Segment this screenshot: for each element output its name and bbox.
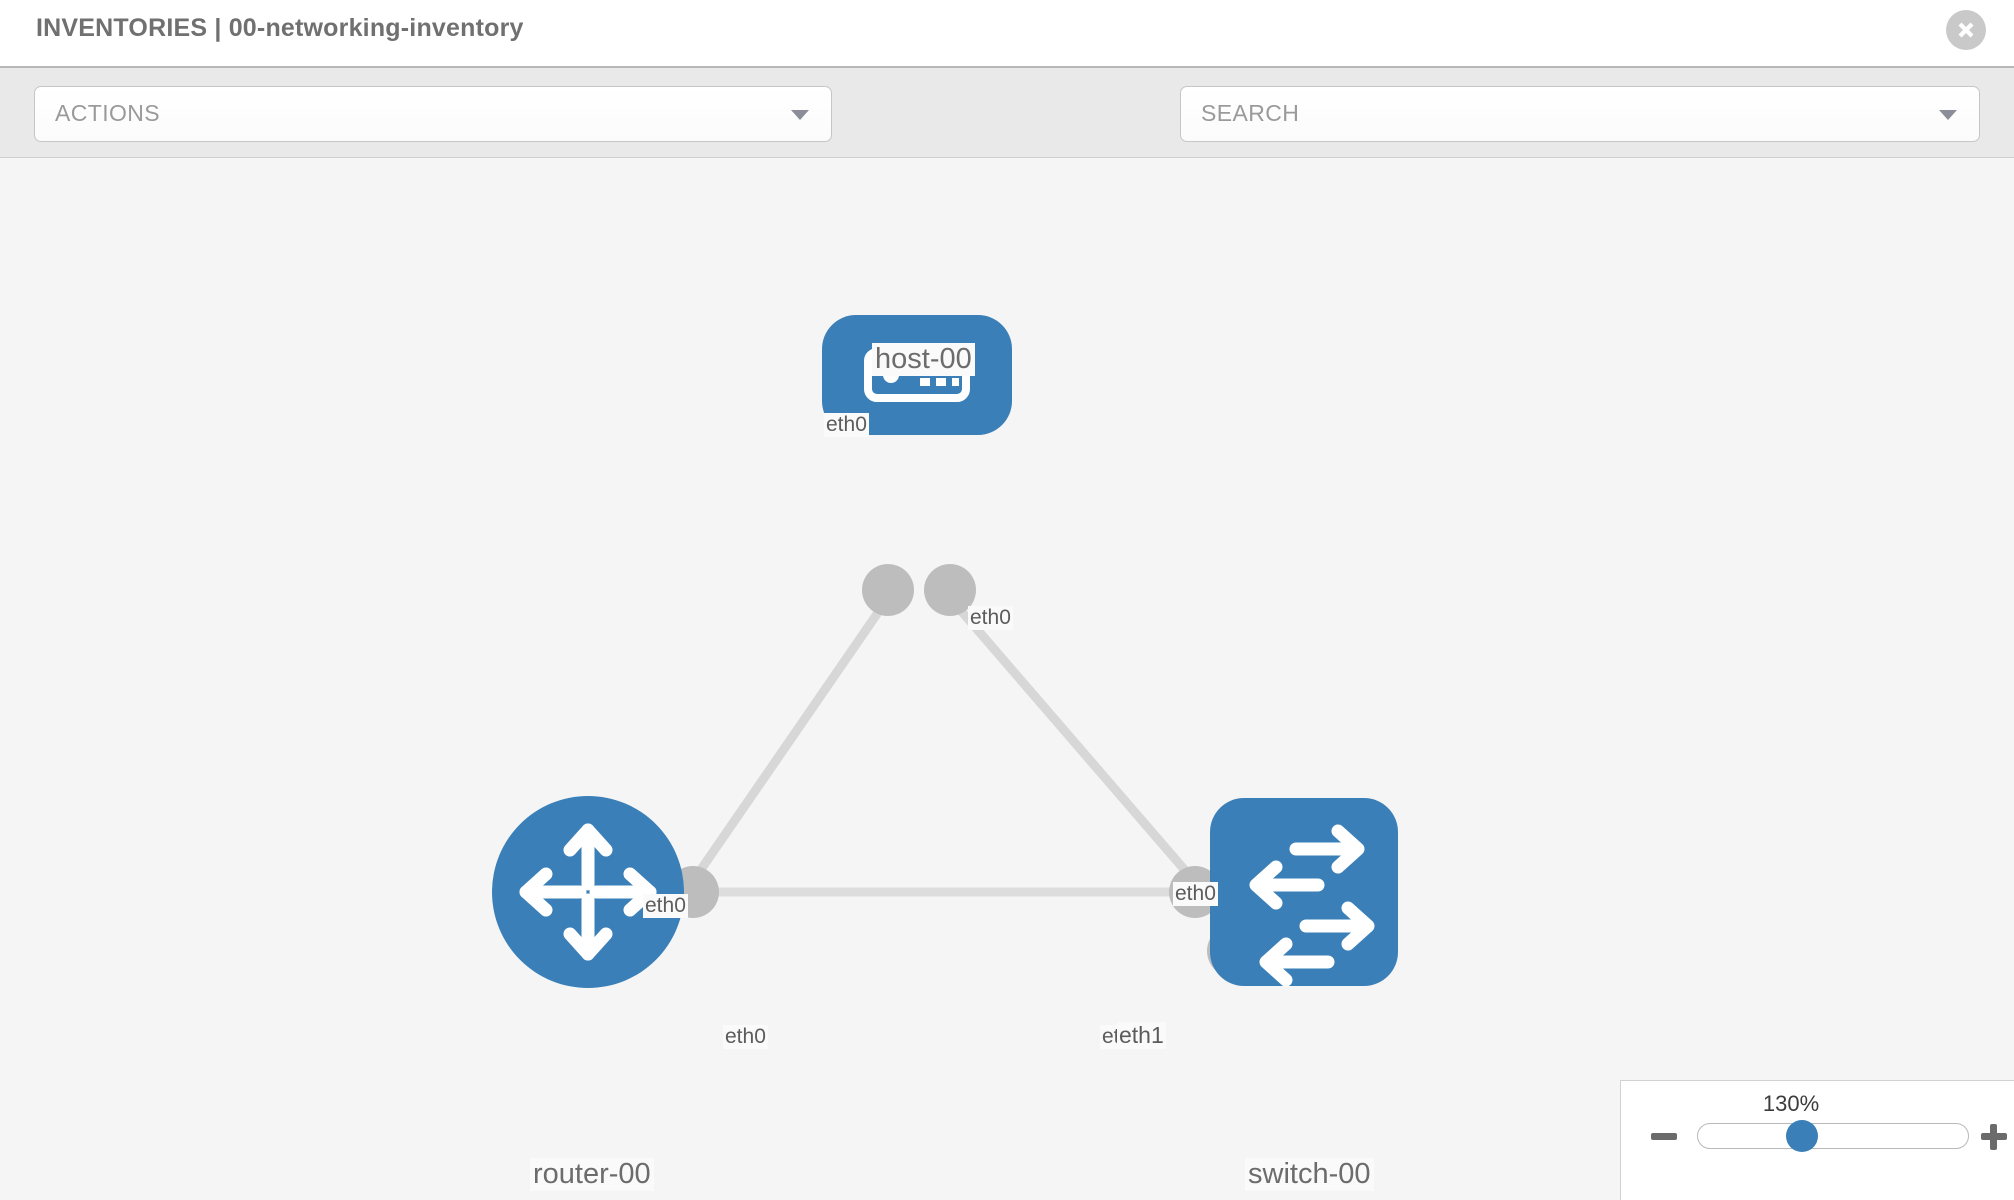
zoom-out-button[interactable]: [1651, 1133, 1677, 1140]
zoom-control-panel: 130%: [1620, 1080, 2014, 1200]
router-arrows-icon: [519, 823, 657, 961]
chevron-down-icon[interactable]: [1939, 110, 1957, 120]
topology-links: [636, 595, 1256, 961]
search-input[interactable]: SEARCH: [1180, 86, 1980, 142]
interface-label-host-right: eth0: [968, 606, 1013, 630]
topology-connectors: [667, 564, 1259, 977]
close-icon[interactable]: [1946, 10, 1986, 50]
zoom-slider-track[interactable]: [1697, 1123, 1969, 1149]
switch-arrows-icon: [1249, 824, 1375, 987]
actions-dropdown-label: ACTIONS: [55, 100, 161, 126]
interface-label-router-right: eth0: [723, 1025, 768, 1049]
interface-label-switch-left: eth1: [1117, 1022, 1166, 1049]
zoom-level-value: 130%: [1762, 1091, 1820, 1116]
actions-dropdown[interactable]: ACTIONS: [34, 86, 832, 142]
plus-icon-vertical: [1990, 1124, 1997, 1150]
page-title: INVENTORIES | 00-networking-inventory: [36, 14, 524, 42]
topology-canvas[interactable]: host-00 router-00 switch-00 eth0 eth0 et…: [0, 158, 2014, 1200]
node-label-host-00: host-00: [872, 343, 975, 376]
topology-toolbar: ACTIONS SEARCH: [0, 68, 2014, 199]
node-label-router-00: router-00: [530, 1158, 654, 1191]
interface-label-router-up: eth0: [643, 894, 688, 918]
interface-label-switch-up: eth0: [1173, 882, 1218, 906]
topology-node-router-00: [492, 796, 684, 988]
topology-node-switch-00: [1210, 798, 1398, 987]
node-label-switch-00: switch-00: [1245, 1158, 1374, 1191]
page-header: INVENTORIES | 00-networking-inventory: [0, 0, 2014, 68]
zoom-slider-thumb[interactable]: [1786, 1120, 1818, 1152]
interface-label-host-left: eth0: [824, 413, 869, 437]
search-placeholder: SEARCH: [1201, 100, 1300, 126]
chevron-down-icon: [791, 110, 809, 120]
